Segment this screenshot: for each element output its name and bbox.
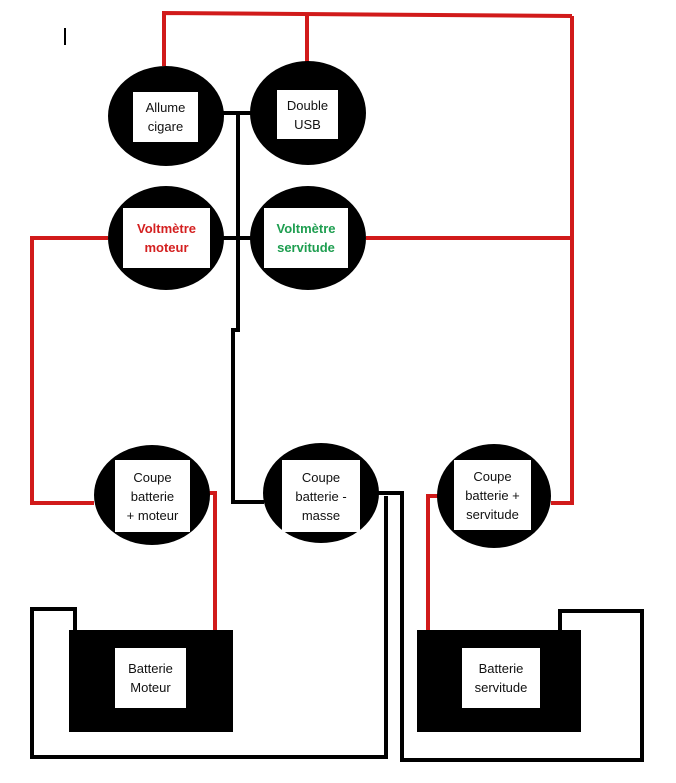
wire-top-bus [162,10,573,66]
wire-masse-out [378,491,644,762]
wire-voltmeter-engine-feed [30,236,108,505]
double-usb-label: Double USB [277,90,338,139]
batterie-servitude-label: Batterie servitude [462,648,540,708]
allume-cigare-label: Allume cigare [133,92,198,142]
coupe-batterie-plus-moteur-label: Coupe batterie + moteur [115,460,190,532]
wire-ground-trunk [231,113,264,504]
batterie-moteur-label: Batterie Moteur [115,648,186,708]
wire-service-bus [551,16,574,505]
voltmetre-moteur-label: Voltmètre moteur [123,208,210,268]
components [69,61,581,732]
coupe-batterie-masse-label: Coupe batterie - masse [282,460,360,532]
wire-masse-engine [30,496,388,759]
ground-wires [30,111,644,762]
voltmetre-servitude-label: Voltmètre servitude [264,208,348,268]
wire-service-battery-positive [426,494,438,632]
wire-engine-battery-positive [209,491,217,632]
text-cursor [64,28,66,45]
positive-wires [30,10,574,632]
coupe-batterie-plus-servitude-label: Coupe batterie + servitude [454,460,531,530]
